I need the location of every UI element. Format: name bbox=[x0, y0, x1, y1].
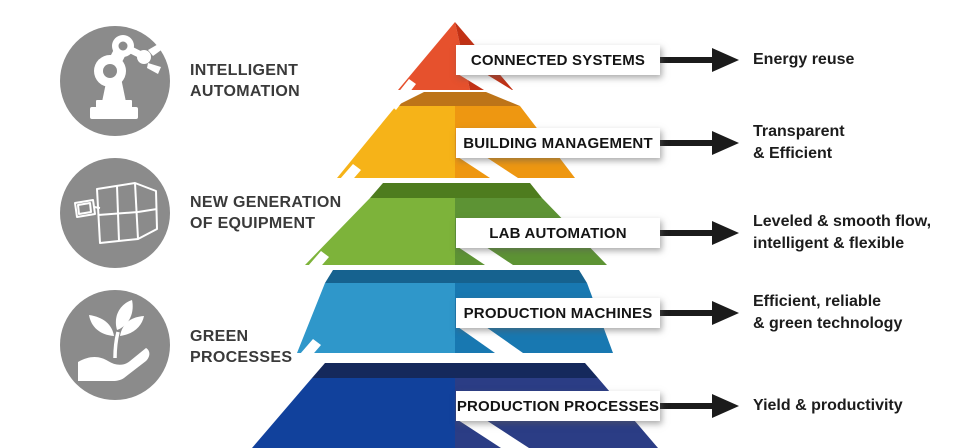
label-peel-wedge bbox=[458, 157, 518, 178]
feature-intelligent-automation bbox=[60, 26, 170, 136]
pyramid-level-production-machines-cap bbox=[325, 270, 587, 283]
feature-label-line1: INTELLIGENT bbox=[190, 62, 299, 79]
feature-label-line2: PROCESSES bbox=[190, 349, 293, 366]
level-description-production-machines: Efficient, reliable & green technology bbox=[753, 289, 960, 337]
arrow-right-icon bbox=[712, 221, 739, 245]
hand-plant-icon bbox=[60, 290, 170, 400]
arrow-right-icon bbox=[712, 131, 739, 155]
feature-label-line1: GREEN bbox=[190, 328, 249, 345]
separator-slash bbox=[389, 79, 416, 110]
arrow-shaft bbox=[659, 310, 713, 316]
level-box-production-processes: PRODUCTION PROCESSES bbox=[456, 391, 660, 421]
arrow-right-icon bbox=[712, 301, 739, 325]
level-description-production-processes: Yield & productivity bbox=[753, 382, 960, 430]
equipment-icon bbox=[60, 158, 170, 268]
arrow-right-icon bbox=[712, 394, 739, 418]
label-peel-wedge bbox=[458, 247, 513, 265]
label-peel-wedge bbox=[458, 74, 512, 90]
description-line2: intelligent & flexible bbox=[753, 235, 905, 252]
arrow-shaft bbox=[659, 403, 713, 409]
description-line2: & green technology bbox=[753, 315, 903, 332]
pyramid-level-production-processes-left-face bbox=[252, 378, 455, 448]
description-line1: Leveled & smooth flow, bbox=[753, 213, 932, 230]
robot-arm-icon bbox=[60, 26, 170, 136]
feature-label-green-processes: GREEN PROCESSES bbox=[190, 317, 370, 377]
feature-label-line2: OF EQUIPMENT bbox=[190, 215, 316, 232]
feature-label-line2: AUTOMATION bbox=[190, 83, 300, 100]
level-description-lab-automation: Leveled & smooth flow, intelligent & fle… bbox=[753, 209, 960, 257]
description-line1: Efficient, reliable bbox=[753, 293, 882, 310]
pyramid-level-lab-automation-cap bbox=[370, 183, 542, 198]
label-peel-wedge bbox=[458, 420, 529, 448]
feature-label-new-generation-equipment: NEW GENERATION OF EQUIPMENT bbox=[190, 183, 370, 243]
feature-green-processes bbox=[60, 290, 170, 400]
arrow-shaft bbox=[659, 140, 713, 146]
level-description-connected-systems: Energy reuse bbox=[753, 36, 960, 84]
arrow-shaft bbox=[659, 230, 713, 236]
description-line2: & Efficient bbox=[753, 145, 833, 162]
feature-label-line1: NEW GENERATION bbox=[190, 194, 342, 211]
arrow-shaft bbox=[659, 57, 713, 63]
description-line1: Yield & productivity bbox=[753, 397, 903, 414]
level-box-lab-automation: LAB AUTOMATION bbox=[456, 218, 660, 248]
level-box-connected-systems: CONNECTED SYSTEMS bbox=[456, 45, 660, 75]
pyramid-level-building-management-cap bbox=[396, 92, 520, 106]
description-line1: Energy reuse bbox=[753, 51, 855, 68]
pyramid-level-building-management-left-face bbox=[337, 106, 455, 178]
level-description-building-management: Transparent & Efficient bbox=[753, 119, 960, 167]
feature-new-generation-equipment bbox=[60, 158, 170, 268]
description-line1: Transparent bbox=[753, 123, 845, 140]
level-box-building-management: BUILDING MANAGEMENT bbox=[456, 128, 660, 158]
feature-label-intelligent-automation: INTELLIGENT AUTOMATION bbox=[190, 51, 370, 111]
label-peel-wedge bbox=[458, 327, 523, 353]
separator-slash bbox=[295, 251, 329, 287]
arrow-right-icon bbox=[712, 48, 739, 72]
level-box-production-machines: PRODUCTION MACHINES bbox=[456, 298, 660, 328]
